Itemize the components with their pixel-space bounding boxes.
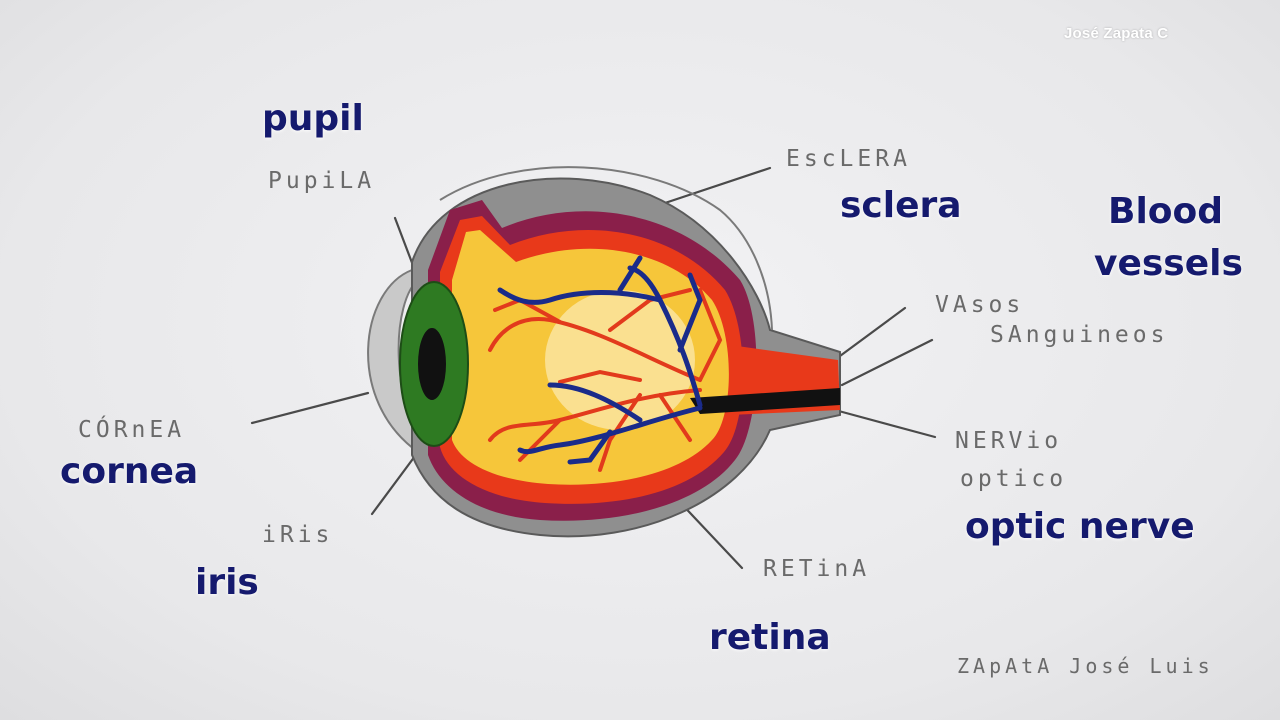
leader-line-cornea xyxy=(250,391,370,425)
pupil-shape xyxy=(418,328,446,400)
label-es-cornea: CÓRnEA xyxy=(78,417,186,443)
signature: ZApAtA José Luis xyxy=(957,654,1214,678)
leader-line-vasos-1 xyxy=(838,306,907,358)
sclera-outline xyxy=(439,166,773,331)
red-vessels xyxy=(488,288,723,472)
leader-line-iris xyxy=(370,450,420,516)
label-es-vasos-line2: SAnguineos xyxy=(990,322,1169,348)
label-en-iris: iris xyxy=(195,562,259,603)
label-es-iris: iRis xyxy=(262,522,334,548)
label-es-pupila: PupiLA xyxy=(268,168,376,194)
label-en-cornea: cornea xyxy=(60,451,199,492)
leader-line-esclera xyxy=(648,166,772,210)
label-es-nervio-line2: optico xyxy=(960,466,1068,492)
label-en-optic-nerve: optic nerve xyxy=(965,506,1195,547)
label-en-pupil: pupil xyxy=(262,98,364,139)
label-en-blood-vessels-line2: vessels xyxy=(1094,243,1243,284)
label-en-blood-vessels-line1: Blood xyxy=(1108,191,1224,232)
leader-line-pupila xyxy=(393,216,416,270)
label-en-sclera: sclera xyxy=(840,185,962,226)
blue-vessels xyxy=(497,255,703,465)
label-en-retina: retina xyxy=(709,617,831,658)
leader-line-vasos-2 xyxy=(840,338,934,387)
label-es-vasos-line1: VAsos xyxy=(935,292,1025,318)
leader-line-nervio xyxy=(833,408,937,439)
watermark: José Zapata C xyxy=(1064,25,1169,42)
optic-nerve xyxy=(690,388,840,414)
label-es-esclera: EscLERA xyxy=(786,146,911,172)
label-es-retina: RETinA xyxy=(763,556,871,582)
label-es-nervio-line1: NERVio xyxy=(955,428,1063,454)
